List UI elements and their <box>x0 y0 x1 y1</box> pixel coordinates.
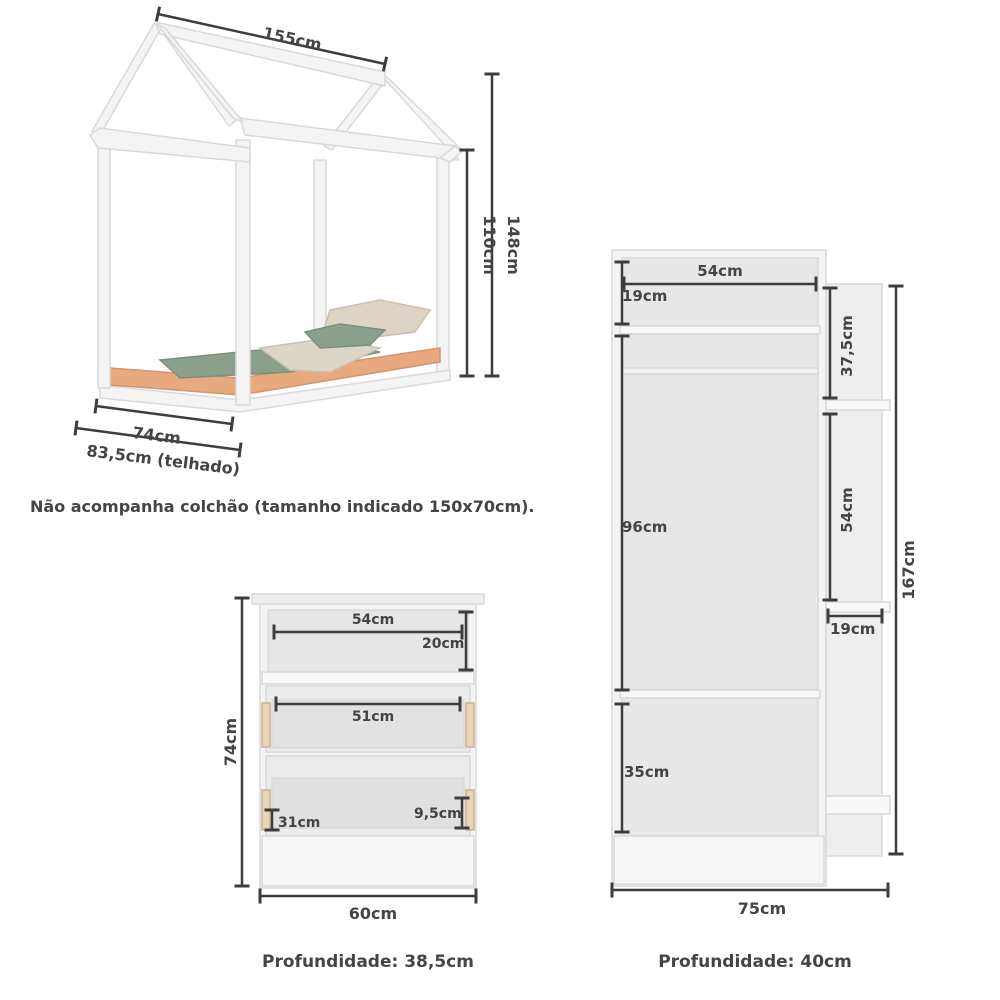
nightstand-drawer-depth-label: 31cm <box>278 815 320 831</box>
wardrobe-depth-text: Profundidade: 40cm <box>658 952 852 972</box>
wardrobe-top-niche-label: 19cm <box>622 287 667 305</box>
wardrobe-side-bottom-label: 19cm <box>830 620 875 638</box>
nightstand-top-width-label: 54cm <box>352 612 394 628</box>
nightstand-drawer-height-label: 9,5cm <box>414 806 462 822</box>
wardrobe-illustration <box>611 249 891 887</box>
bed-height-label: 148cm <box>504 215 523 275</box>
wardrobe-height-label: 167cm <box>899 540 918 600</box>
house-bed-illustration <box>88 20 463 413</box>
bed-inner-height-label: 110cm <box>480 215 499 275</box>
nightstand-drawer-width-label: 51cm <box>352 709 394 725</box>
bed-depth-label: 74cm <box>132 423 182 448</box>
nightstand-width-label: 60cm <box>349 904 397 923</box>
nightstand-depth-text: Profundidade: 38,5cm <box>262 952 474 972</box>
wardrobe-side-middle-label: 54cm <box>838 487 856 532</box>
nightstand-height-label: 74cm <box>221 718 240 766</box>
wardrobe-side-top-label: 37,5cm <box>838 315 856 377</box>
wardrobe-hanging-label: 96cm <box>622 518 667 536</box>
wardrobe-width-label: 75cm <box>738 899 786 918</box>
bed-mattress-note: Não acompanha colchão (tamanho indicado … <box>30 497 535 516</box>
wardrobe-bottom-niche-label: 35cm <box>624 763 669 781</box>
wardrobe-top-width-label: 54cm <box>697 262 742 280</box>
nightstand-niche-height-label: 20cm <box>422 636 464 652</box>
